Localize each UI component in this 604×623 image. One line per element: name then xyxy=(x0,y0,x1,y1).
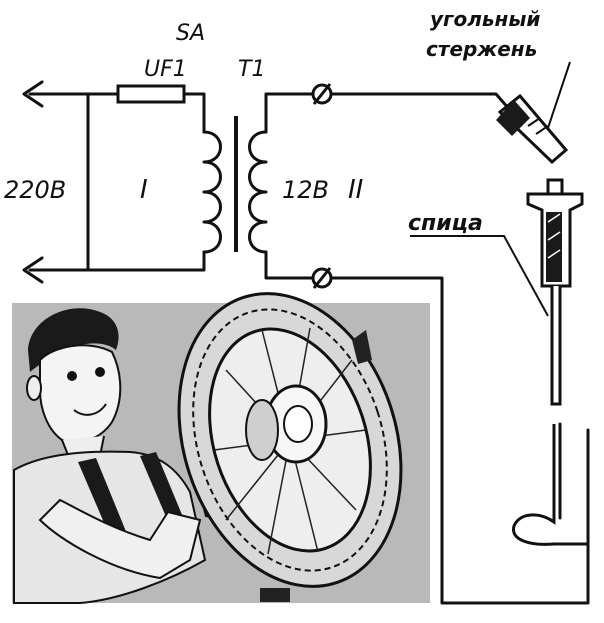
label-spoke: спица xyxy=(408,211,483,236)
terminal-top xyxy=(311,83,333,105)
secondary-winding xyxy=(248,130,268,254)
photo-panel xyxy=(12,292,430,604)
input-arrow-bottom xyxy=(22,256,90,284)
fuse-symbol xyxy=(116,84,186,104)
label-switch: SA xyxy=(176,21,205,46)
terminal-bottom xyxy=(311,267,333,289)
spoke-rod xyxy=(550,286,562,406)
label-input-voltage: 220В xyxy=(4,176,66,204)
wheel-illustration xyxy=(177,292,403,602)
label-output-voltage: 12В xyxy=(282,176,329,204)
label-carbon-rod-line2: стержень xyxy=(426,37,537,61)
carbon-rod-leader xyxy=(547,61,571,129)
spoke-assembly xyxy=(410,178,588,546)
label-primary-winding: I xyxy=(140,175,148,205)
primary-winding xyxy=(202,130,222,254)
label-fuse: UF1 xyxy=(144,57,187,82)
tire-valve xyxy=(352,330,372,364)
label-transformer: T1 xyxy=(238,57,265,82)
spoke-leader xyxy=(410,235,549,317)
label-carbon-rod-line1: угольный xyxy=(430,7,540,31)
label-secondary-winding: II xyxy=(348,175,363,205)
carbon-rod xyxy=(496,61,571,165)
input-arrow-top xyxy=(22,80,90,108)
